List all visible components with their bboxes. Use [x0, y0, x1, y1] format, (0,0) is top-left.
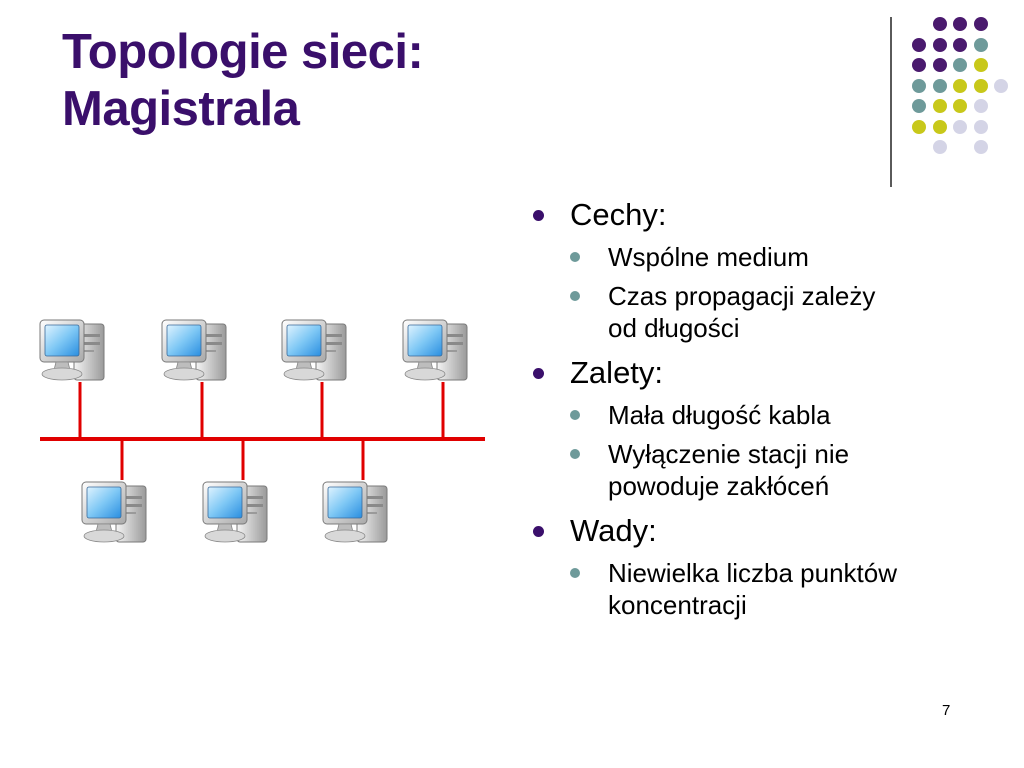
decorative-dot: [973, 99, 988, 113]
sub-bullet-marker: [570, 449, 580, 459]
sub-bullet-text: koncentracji: [608, 590, 747, 620]
sub-bullet-marker: [570, 568, 580, 578]
sub-bullet-text: Niewielka liczba punktów: [608, 558, 898, 588]
bus-topology-diagram: [39, 319, 485, 543]
sub-bullet-text: Mała długość kabla: [608, 400, 831, 430]
bullet-label: Cechy:: [570, 197, 667, 232]
decorative-dot: [912, 119, 926, 134]
slide-title-line-2: Magistrala: [62, 82, 300, 136]
decorative-dot: [932, 119, 947, 134]
bullet-label: Wady:: [570, 513, 657, 548]
decorative-dot: [973, 37, 988, 52]
sub-bullet-item: Wspólne medium: [530, 241, 1000, 273]
sub-bullet-text: Wyłączenie stacji nie: [608, 439, 850, 469]
decorative-dot: [973, 58, 988, 72]
sub-bullet-text: od długości: [608, 313, 740, 343]
decorative-dot: [953, 99, 967, 113]
page-number: 7: [942, 702, 951, 719]
computer-icon: [281, 319, 347, 381]
decorative-dot: [932, 37, 947, 52]
decorative-dot: [973, 140, 988, 154]
decorative-dot: [953, 119, 967, 134]
decorative-dot: [973, 78, 988, 93]
computer-icon: [39, 319, 105, 381]
bullet-item: Cechy:: [530, 196, 1000, 234]
computer-icon: [402, 319, 468, 381]
decorative-dot: [912, 78, 926, 93]
decorative-dot: [932, 99, 947, 113]
bullet-label: Zalety:: [570, 355, 664, 390]
bullet-marker: [533, 526, 544, 537]
sub-bullet-text: Czas propagacji zależy: [608, 281, 876, 311]
sub-bullet-marker: [570, 252, 580, 262]
decorative-dot: [994, 78, 1008, 93]
bullet-item: Zalety:: [530, 354, 1000, 392]
slide-title-line-1: Topologie sieci:: [62, 25, 424, 79]
decorative-dot: [953, 78, 967, 93]
decorative-dot: [973, 119, 988, 134]
decorative-dot: [932, 58, 947, 72]
sub-bullet-item: Mała długość kabla: [530, 399, 1000, 431]
slide-title: Topologie sieci: Magistrala: [62, 24, 862, 138]
decorative-dot: [953, 58, 967, 72]
decorative-dot: [912, 37, 926, 52]
decorative-dot: [932, 17, 947, 31]
computer-icon: [322, 481, 388, 543]
bullet-item: Wady:: [530, 512, 1000, 550]
computer-icon: [81, 481, 147, 543]
vertical-divider: [890, 17, 892, 187]
decorative-dot: [953, 17, 967, 31]
decorative-dot: [932, 78, 947, 93]
decorative-dot: [932, 140, 947, 154]
sub-bullet-marker: [570, 291, 580, 301]
bullet-marker: [533, 210, 544, 221]
decorative-dot: [912, 58, 926, 72]
decorative-dot: [912, 99, 926, 113]
sub-bullet-text: powoduje zakłóceń: [608, 471, 830, 501]
sub-bullet-text: Wspólne medium: [608, 242, 809, 272]
computer-icon: [161, 319, 227, 381]
decorative-dot: [953, 37, 967, 52]
sub-bullet-marker: [570, 410, 580, 420]
decorative-dot: [973, 17, 988, 31]
bullet-marker: [533, 368, 544, 379]
computer-icon: [202, 481, 268, 543]
